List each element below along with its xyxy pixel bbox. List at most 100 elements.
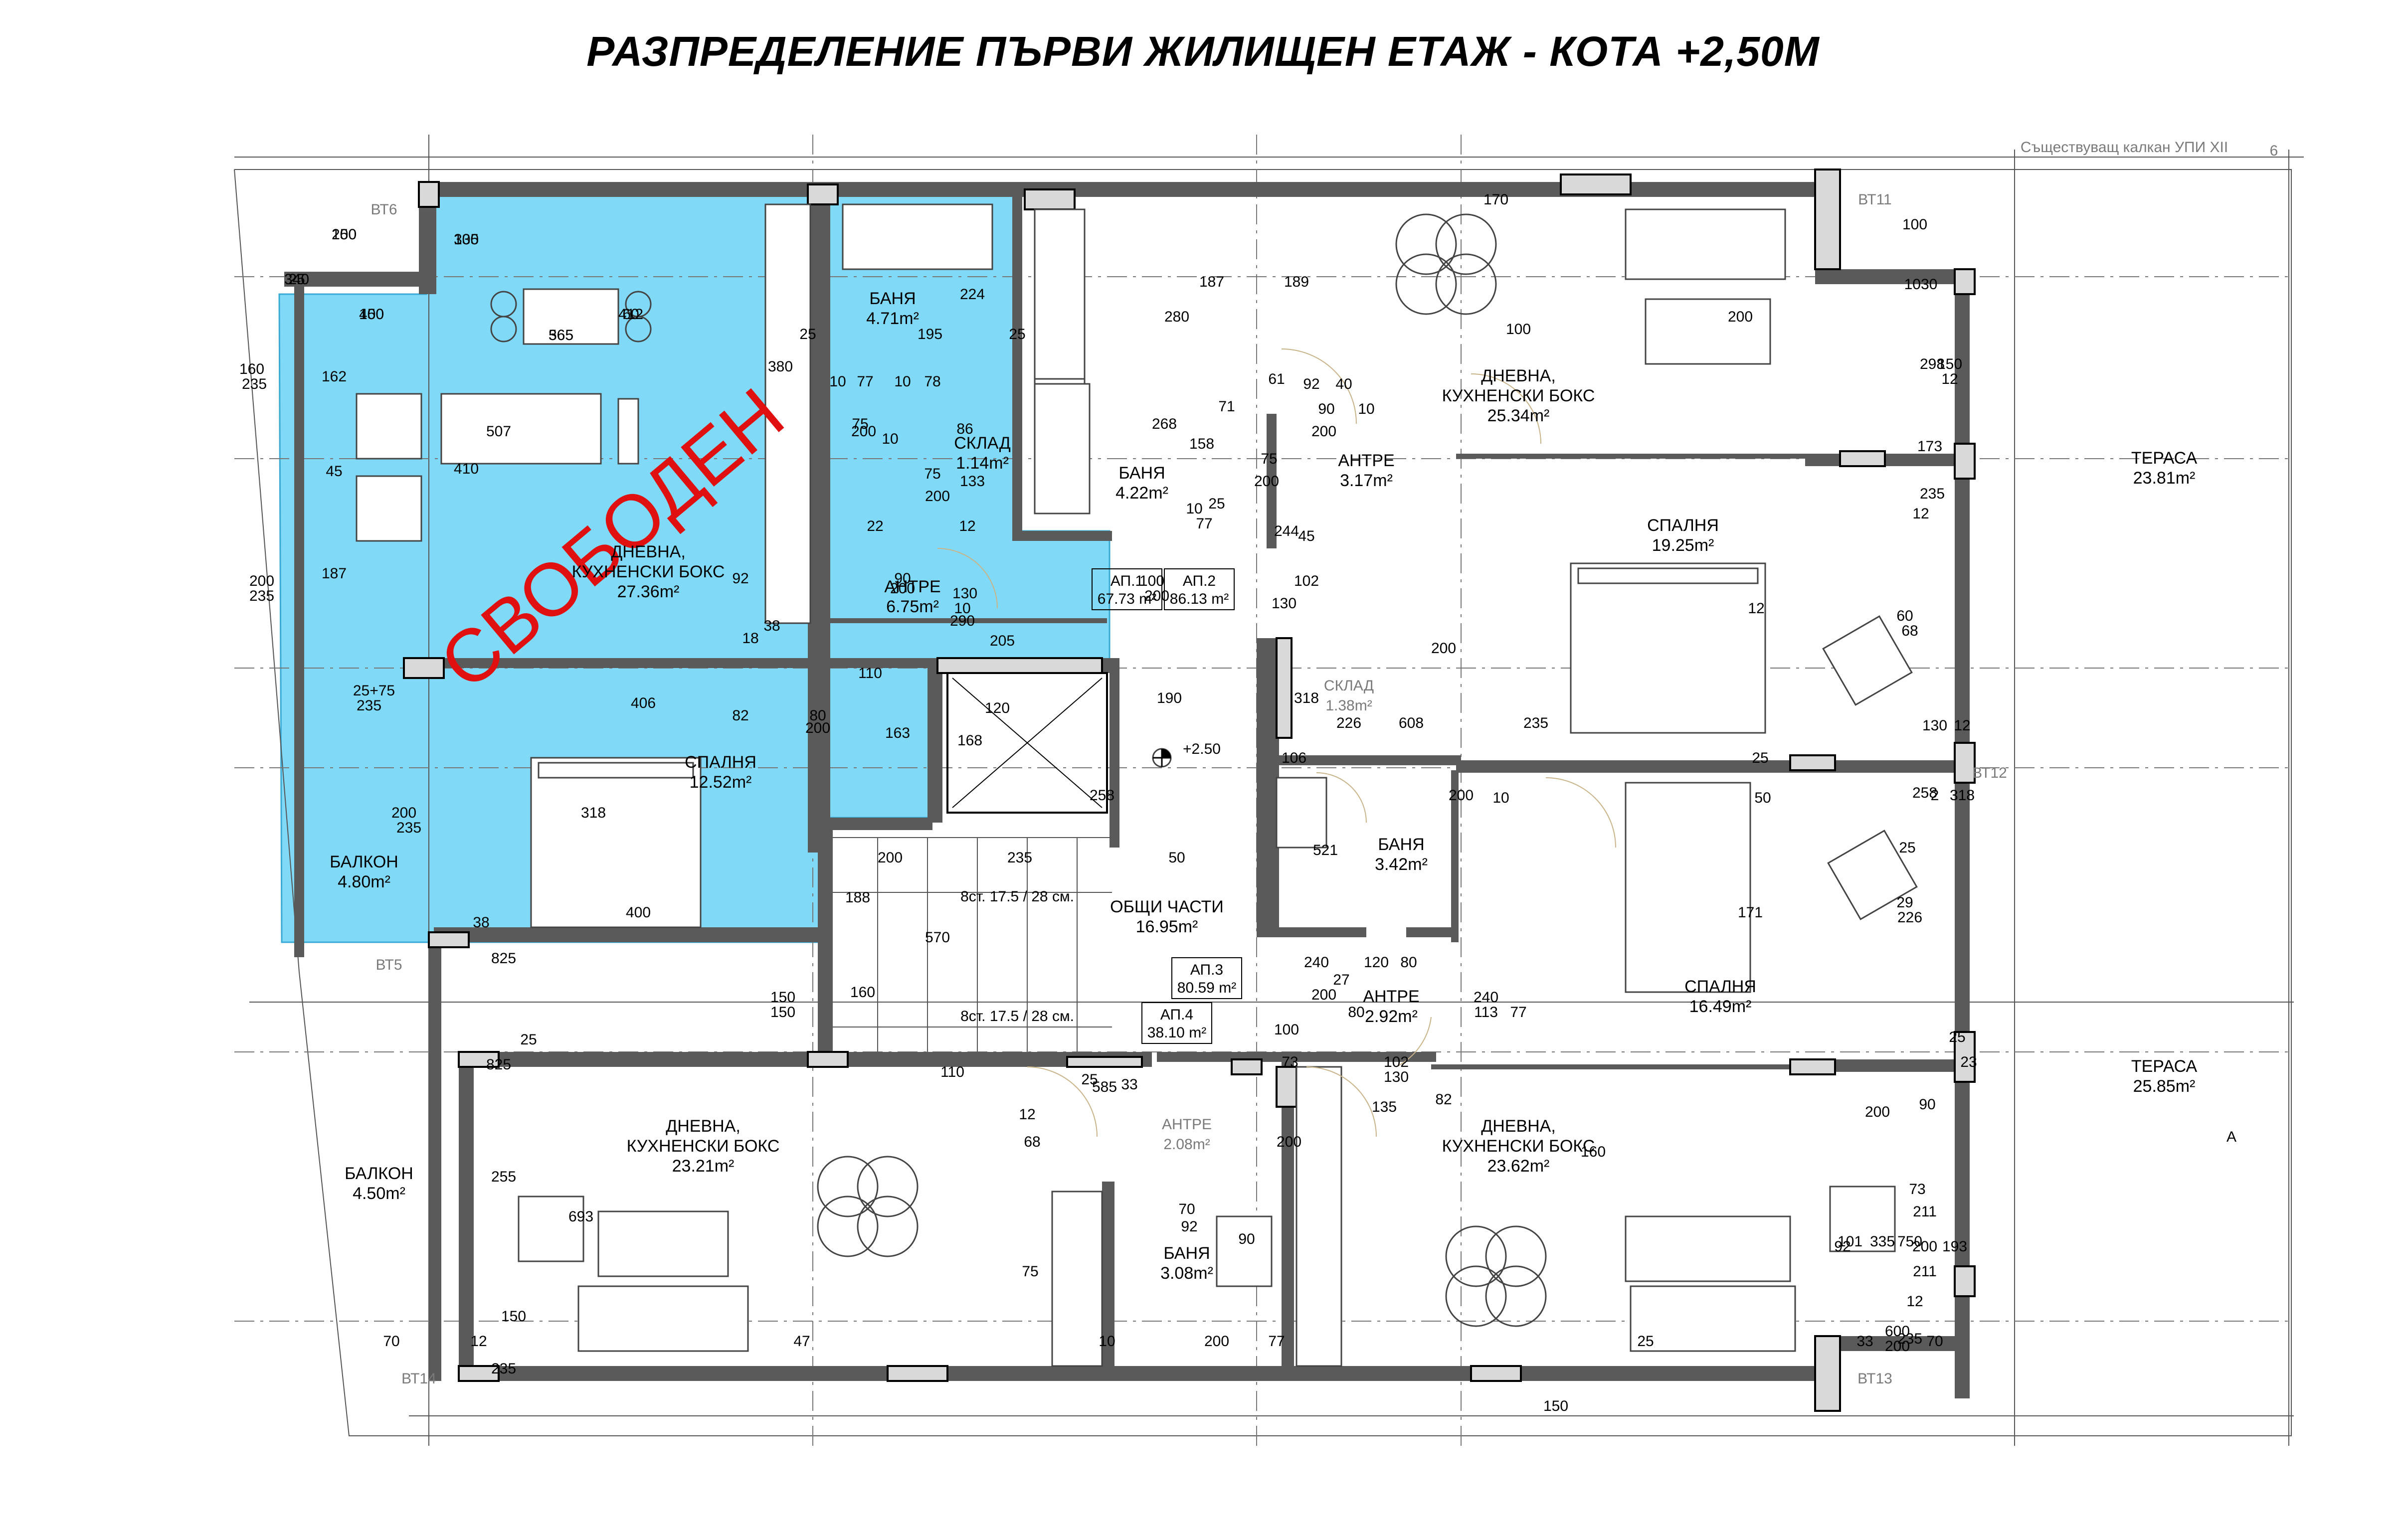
bedroom_a1-name: СПАЛНЯ xyxy=(685,753,756,772)
kitchen_a3-area: 23.62m² xyxy=(1487,1157,1550,1176)
bath_a2-name: БАНЯ xyxy=(1118,464,1165,483)
dimension-label: 380 xyxy=(768,358,793,375)
walls xyxy=(284,170,1970,1411)
dimension-label: 150 xyxy=(1937,356,1962,372)
dimension-label: 200 xyxy=(805,720,830,736)
dimension-label: 585 xyxy=(1092,1079,1117,1095)
kitchen_a4-name2: КУХНЕНСКИ БОКС xyxy=(627,1137,780,1156)
dimension-label: 38 xyxy=(473,914,489,931)
dimension-label: 171 xyxy=(1738,904,1763,921)
dimension-label: 162 xyxy=(322,368,347,385)
dimension-label: 45 xyxy=(326,463,342,480)
dimension-label: 90 xyxy=(1238,1231,1255,1247)
dimension-label: 10 xyxy=(1099,1333,1115,1350)
dimension-label: 12 xyxy=(1019,1106,1035,1123)
balcony_a1-area: 4.80m² xyxy=(338,872,390,891)
dimension-label: 335 xyxy=(1870,1233,1895,1250)
dimension-label: 12 xyxy=(959,518,975,534)
dimension-label: 10 xyxy=(954,600,970,617)
dimension-label: 200 xyxy=(1277,1134,1301,1150)
dimension-label: 163 xyxy=(885,725,910,741)
dimension-label: 187 xyxy=(322,565,347,582)
plan-title: РАЗПРЕДЕЛЕНИЕ ПЪРВИ ЖИЛИЩЕН ЕТАЖ - КОТА … xyxy=(586,28,1820,75)
bedroom_a2-name: СПАЛНЯ xyxy=(1647,516,1719,535)
bath_a4-area: 3.08m² xyxy=(1160,1264,1213,1283)
dimension-label: 825 xyxy=(486,1056,511,1073)
dimension-label: 40 xyxy=(1335,376,1352,392)
kitchen_a4-name: ДНЕВНА, xyxy=(666,1117,740,1136)
dimension-label: 70 xyxy=(1926,1333,1943,1350)
dimension-label: 160 xyxy=(850,984,875,1001)
dimension-label: 25 xyxy=(1637,1333,1654,1350)
dimension-label: 60 xyxy=(1896,608,1913,624)
bath_a1-area: 4.71m² xyxy=(866,309,919,328)
axis-label-bt11: ВТ11 xyxy=(1858,191,1891,208)
dimension-label: 400 xyxy=(359,306,384,323)
dimension-label: 2 xyxy=(1931,787,1939,804)
dimension-label: 92 xyxy=(1303,376,1319,392)
axis-label-bt13: ВТ13 xyxy=(1857,1370,1892,1387)
kitchen_a2-area: 25.34m² xyxy=(1487,406,1550,425)
storage_a1-area: 1.14m² xyxy=(956,454,1009,473)
hall_a4-area: 2.08m² xyxy=(1163,1136,1210,1153)
dimension-label: 298 xyxy=(1920,356,1945,372)
dimension-label: 235 xyxy=(396,820,421,836)
ap2-label: АП.2 xyxy=(1183,573,1216,589)
dimension-label: 365 xyxy=(549,327,573,343)
dimension-label: 25+75 xyxy=(353,683,395,699)
stairs-lower-label: 8ст. 17.5 / 28 см. xyxy=(960,1008,1074,1025)
dimension-label: 406 xyxy=(631,695,656,711)
dimension-label: 73 xyxy=(1909,1181,1925,1198)
bath_a3-name: БАНЯ xyxy=(1378,835,1424,854)
level-mark: +2.50 xyxy=(1183,741,1221,757)
dimension-label: 150 xyxy=(332,226,357,243)
axis-label-bt5: ВТ5 xyxy=(375,957,402,973)
dimension-label: 12 xyxy=(470,1333,487,1350)
dimension-label: 290 xyxy=(950,613,975,629)
dimension-label: 200 xyxy=(1449,787,1474,804)
dimension-label: 25 xyxy=(288,271,305,288)
dimension-label: 90 xyxy=(1318,401,1334,417)
dimension-label: 150 xyxy=(1543,1398,1568,1414)
dimension-label: 224 xyxy=(960,286,985,303)
hall_a1-name: АНТРЕ xyxy=(884,577,940,596)
dimension-label: 412 xyxy=(618,306,643,323)
section-mark: A xyxy=(2226,1129,2236,1145)
dimension-label: 92 xyxy=(1181,1218,1197,1235)
dimension-label: 200 xyxy=(1431,640,1456,657)
dimension-label: 130 xyxy=(1384,1069,1409,1085)
balcony_a4-name: БАЛКОН xyxy=(345,1164,413,1183)
dimension-label: 200 xyxy=(332,226,357,243)
storage_a2-name: СКЛАД xyxy=(1324,678,1374,694)
bedroom_a3-name: СПАЛНЯ xyxy=(1684,977,1756,996)
dimension-label: 150 xyxy=(770,1004,795,1021)
dimension-label: 258 xyxy=(1090,787,1114,804)
dimension-label: 600 xyxy=(1885,1323,1910,1340)
dimension-label: 318 xyxy=(1294,690,1319,706)
dimension-label: 268 xyxy=(1152,416,1177,432)
dimension-label: 100 xyxy=(454,231,479,248)
dimension-label: 100 xyxy=(1274,1022,1299,1038)
room-labels: ДНЕВНА,КУХНЕНСКИ БОКС27.36m²БАНЯ4.71m²СК… xyxy=(330,289,2197,1283)
dimension-label: 158 xyxy=(1189,436,1214,452)
terrace_a3-name: ТЕРАСА xyxy=(2131,1057,2198,1076)
dimension-label: 25 xyxy=(1208,496,1225,512)
hall_a1-area: 6.75m² xyxy=(886,597,939,616)
dimension-label: 150 xyxy=(770,989,795,1006)
dimension-label: 120 xyxy=(985,700,1010,716)
dimension-label: 200 xyxy=(1311,987,1336,1003)
ap2-tag-box xyxy=(1164,568,1235,610)
dimension-label: 29 xyxy=(1896,894,1913,911)
dimension-label: 258 xyxy=(1912,785,1937,801)
dimension-label: 200 xyxy=(391,805,416,821)
dimension-label: 521 xyxy=(1313,842,1338,858)
dimension-label: 80 xyxy=(809,707,826,724)
dimension-label: 200 xyxy=(925,488,950,505)
hall_a2-name: АНТРЕ xyxy=(1338,451,1394,470)
dimension-label: 160 xyxy=(1581,1144,1606,1160)
dimension-label: 77 xyxy=(1196,515,1212,532)
bedroom_a3-area: 16.49m² xyxy=(1689,997,1752,1016)
dimension-label: 33 xyxy=(1121,1076,1137,1093)
